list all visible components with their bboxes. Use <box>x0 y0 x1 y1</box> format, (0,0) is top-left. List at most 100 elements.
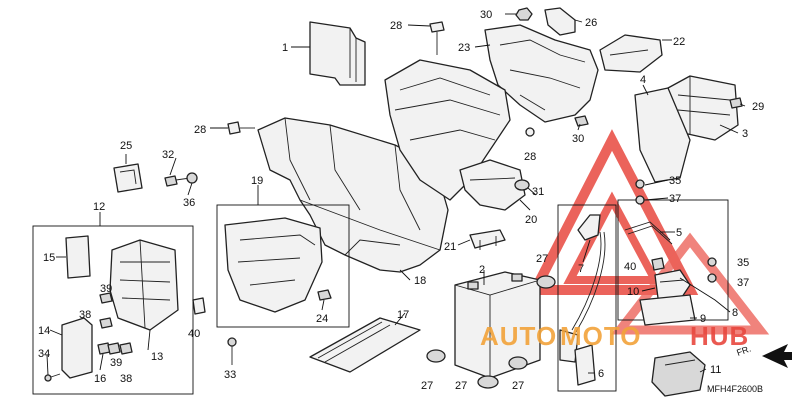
part-36-nut[interactable] <box>186 172 198 184</box>
part-6-cover[interactable] <box>574 344 596 386</box>
part-4-harness-plate[interactable] <box>634 87 691 183</box>
part-30-nut-right[interactable] <box>574 115 589 127</box>
callout-11[interactable]: 11 <box>710 364 721 376</box>
callout-19[interactable]: 19 <box>251 175 263 187</box>
callout-40a[interactable]: 40 <box>188 328 200 340</box>
callout-36[interactable]: 36 <box>183 197 195 209</box>
callout-34[interactable]: 34 <box>38 348 50 360</box>
part-27-grommet-2[interactable] <box>426 349 446 363</box>
part-27-grommet-3[interactable] <box>477 375 499 389</box>
callout-32[interactable]: 32 <box>162 149 174 161</box>
part-38-clip-upper[interactable] <box>99 317 113 329</box>
callout-18[interactable]: 18 <box>414 275 426 287</box>
part-9-relay-body[interactable] <box>639 294 696 326</box>
callout-9[interactable]: 9 <box>700 313 706 325</box>
part-18-storage-box[interactable] <box>257 59 511 273</box>
callout-labels: 1 2 3 4 5 6 7 8 9 10 11 12 13 14 15 16 1… <box>38 9 764 392</box>
part-10-relay[interactable] <box>654 269 691 301</box>
part-23-battery-box-upper[interactable] <box>484 24 599 137</box>
part-38-clip-lower[interactable] <box>119 342 133 355</box>
part-27-grommet-4[interactable] <box>508 356 528 370</box>
part-24-screw[interactable] <box>317 289 332 301</box>
callout-37a[interactable]: 37 <box>669 193 681 205</box>
callout-38b[interactable]: 38 <box>120 373 132 385</box>
part-13-fuse-box[interactable] <box>109 239 179 331</box>
part-40-clip-left[interactable] <box>192 297 206 315</box>
part-26-bracket[interactable] <box>544 7 576 36</box>
callout-8[interactable]: 8 <box>732 307 738 319</box>
callout-28b[interactable]: 28 <box>194 124 206 136</box>
part-2-battery[interactable] <box>454 271 541 379</box>
callout-25[interactable]: 25 <box>120 140 132 152</box>
part-37-washer-lower[interactable] <box>707 273 717 283</box>
part-17-pad[interactable] <box>309 317 421 373</box>
callout-28a[interactable]: 28 <box>390 20 402 32</box>
callout-35a[interactable]: 35 <box>669 175 681 187</box>
part-28-bolt-left[interactable] <box>227 121 255 135</box>
part-27-grommet-1[interactable] <box>536 275 556 289</box>
callout-4[interactable]: 4 <box>640 74 646 86</box>
part-30-nut-top[interactable] <box>515 7 533 21</box>
callout-31[interactable]: 31 <box>532 186 544 198</box>
part-40-clip-right[interactable] <box>651 257 665 271</box>
part-35-nut-upper[interactable] <box>635 179 645 189</box>
callout-29[interactable]: 29 <box>752 101 764 113</box>
part-20-bracket[interactable] <box>459 159 526 211</box>
callout-39b[interactable]: 39 <box>110 357 122 369</box>
callout-26[interactable]: 26 <box>585 17 597 29</box>
callout-13[interactable]: 13 <box>151 351 163 363</box>
callout-27a[interactable]: 27 <box>536 253 548 265</box>
callout-28c[interactable]: 28 <box>524 151 536 163</box>
callout-22[interactable]: 22 <box>673 36 685 48</box>
callout-16[interactable]: 16 <box>94 373 106 385</box>
callout-1[interactable]: 1 <box>282 42 288 54</box>
part-14-cover[interactable] <box>61 317 93 379</box>
part-33-bolt[interactable] <box>227 337 237 365</box>
callout-27b[interactable]: 27 <box>421 380 433 392</box>
callout-24[interactable]: 24 <box>316 313 328 325</box>
callout-33[interactable]: 33 <box>224 369 236 381</box>
callout-37b[interactable]: 37 <box>737 277 749 289</box>
callout-15[interactable]: 15 <box>43 252 55 264</box>
callout-6[interactable]: 6 <box>598 368 604 380</box>
part-32-bolt[interactable] <box>164 175 191 187</box>
callout-21[interactable]: 21 <box>444 241 456 253</box>
part-34-screw[interactable] <box>44 373 61 382</box>
callout-23[interactable]: 23 <box>458 42 470 54</box>
callout-10[interactable]: 10 <box>627 286 639 298</box>
part-1-cover[interactable] <box>309 21 366 86</box>
callout-20[interactable]: 20 <box>525 214 537 226</box>
callout-30b[interactable]: 30 <box>572 133 584 145</box>
callout-40b[interactable]: 40 <box>624 261 636 273</box>
watermark-text-moto: MOTO <box>560 321 642 351</box>
part-7-cable[interactable] <box>559 214 606 363</box>
part-39-clip-lower[interactable] <box>107 342 121 355</box>
part-5-cable[interactable] <box>624 221 673 245</box>
callout-27c[interactable]: 27 <box>455 380 467 392</box>
part-28-bolt-upper[interactable] <box>429 21 445 55</box>
callout-3[interactable]: 3 <box>742 128 748 140</box>
part-31-grommet[interactable] <box>514 179 530 191</box>
callout-12[interactable]: 12 <box>93 201 105 213</box>
part-11-cover[interactable] <box>651 351 706 397</box>
part-15-cover[interactable] <box>65 235 91 279</box>
callout-39a[interactable]: 39 <box>100 283 112 295</box>
part-39-clip-upper[interactable] <box>99 292 113 304</box>
part-25-clip[interactable] <box>113 163 143 193</box>
part-19-tray[interactable] <box>224 217 323 313</box>
callout-14[interactable]: 14 <box>38 325 50 337</box>
callout-17[interactable]: 17 <box>397 309 409 321</box>
callout-7[interactable]: 7 <box>578 263 584 275</box>
callout-27d[interactable]: 27 <box>512 380 524 392</box>
part-35-nut-lower[interactable] <box>707 257 717 267</box>
callout-2[interactable]: 2 <box>479 264 485 276</box>
part-29-bolt[interactable] <box>729 97 743 109</box>
callout-35b[interactable]: 35 <box>737 257 749 269</box>
part-22-plate[interactable] <box>599 34 663 73</box>
callout-38a[interactable]: 38 <box>79 309 91 321</box>
callout-5[interactable]: 5 <box>676 227 682 239</box>
part-21-stay[interactable] <box>469 229 506 250</box>
part-37-washer-upper[interactable] <box>635 195 645 205</box>
callout-30a[interactable]: 30 <box>480 9 492 21</box>
